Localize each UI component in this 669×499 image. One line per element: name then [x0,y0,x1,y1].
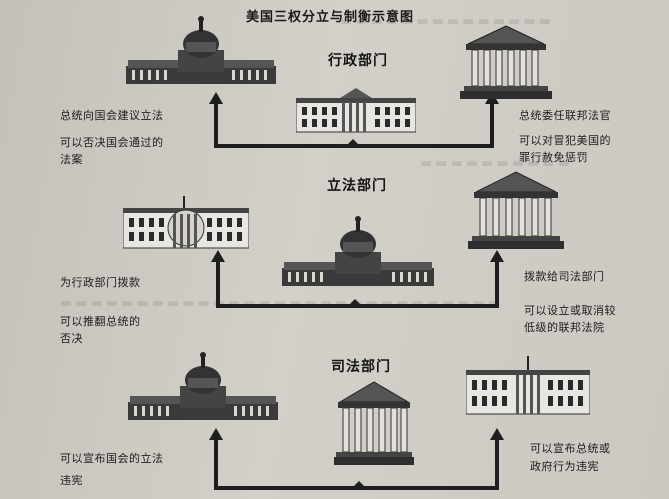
exec-left-note2-line2: 法案 [60,153,83,166]
white-house-icon [466,356,590,415]
branch-label-executive: 行政部门 [328,53,388,69]
bleed-through-texture: ▬▬▬▬▬▬▬▬▬▬▬▬▬▬ [340,14,554,29]
exec-left-note: 总统向国会建议立法 [60,109,164,122]
center-marker-icon [352,481,366,488]
judicial-right-note2-line1: 可以宣布总统或 [530,442,611,455]
arrow-up-icon [211,250,225,262]
supreme-court-icon [468,171,564,249]
capitol-building-icon [128,352,278,420]
white-house-icon [296,88,416,133]
diagram-title: 美国三权分立与制衡示意图 [246,10,415,25]
legis-right-note2-line2: 低级的联邦法院 [524,321,605,334]
bleed-through-texture: ▬▬▬▬▬▬▬▬▬▬ [420,156,573,171]
legis-right-note: 拨款给司法部门 [524,270,605,283]
legis-right-note2-line1: 可以设立或取消较 [524,304,616,317]
judicial-right-note2-line2: 政府行为违宪 [530,460,599,473]
supreme-court-icon [460,25,552,99]
branch-label-legislative: 立法部门 [327,178,387,194]
supreme-court-icon [334,381,414,465]
exec-left-note2-line1: 可以否决国会通过的 [60,136,164,149]
capitol-building-icon [282,216,434,286]
exec-right-note2-line1: 可以对冒犯美国的 [519,134,611,147]
arrow-up-icon [490,428,504,440]
white-house-icon [123,196,249,249]
exec-right-note: 总统委任联邦法官 [519,109,611,122]
judicial-left-note2-line2: 违宪 [60,474,83,487]
legis-left-note: 为行政部门拨款 [60,276,141,289]
judicial-left-note2-line1: 可以宣布国会的立法 [60,452,164,465]
arrow-up-icon [490,250,504,262]
arrow-up-icon [209,428,223,440]
legis-left-note2-line2: 否决 [60,332,83,345]
center-marker-icon [348,299,362,306]
legis-left-note2-line1: 可以推翻总统的 [60,315,141,328]
arrow-up-icon [209,92,223,104]
branch-label-judicial: 司法部门 [331,359,391,375]
exec-right-note2-line2: 罪行赦免惩罚 [519,151,588,164]
center-marker-icon [346,139,360,146]
capitol-building-icon [126,16,276,84]
